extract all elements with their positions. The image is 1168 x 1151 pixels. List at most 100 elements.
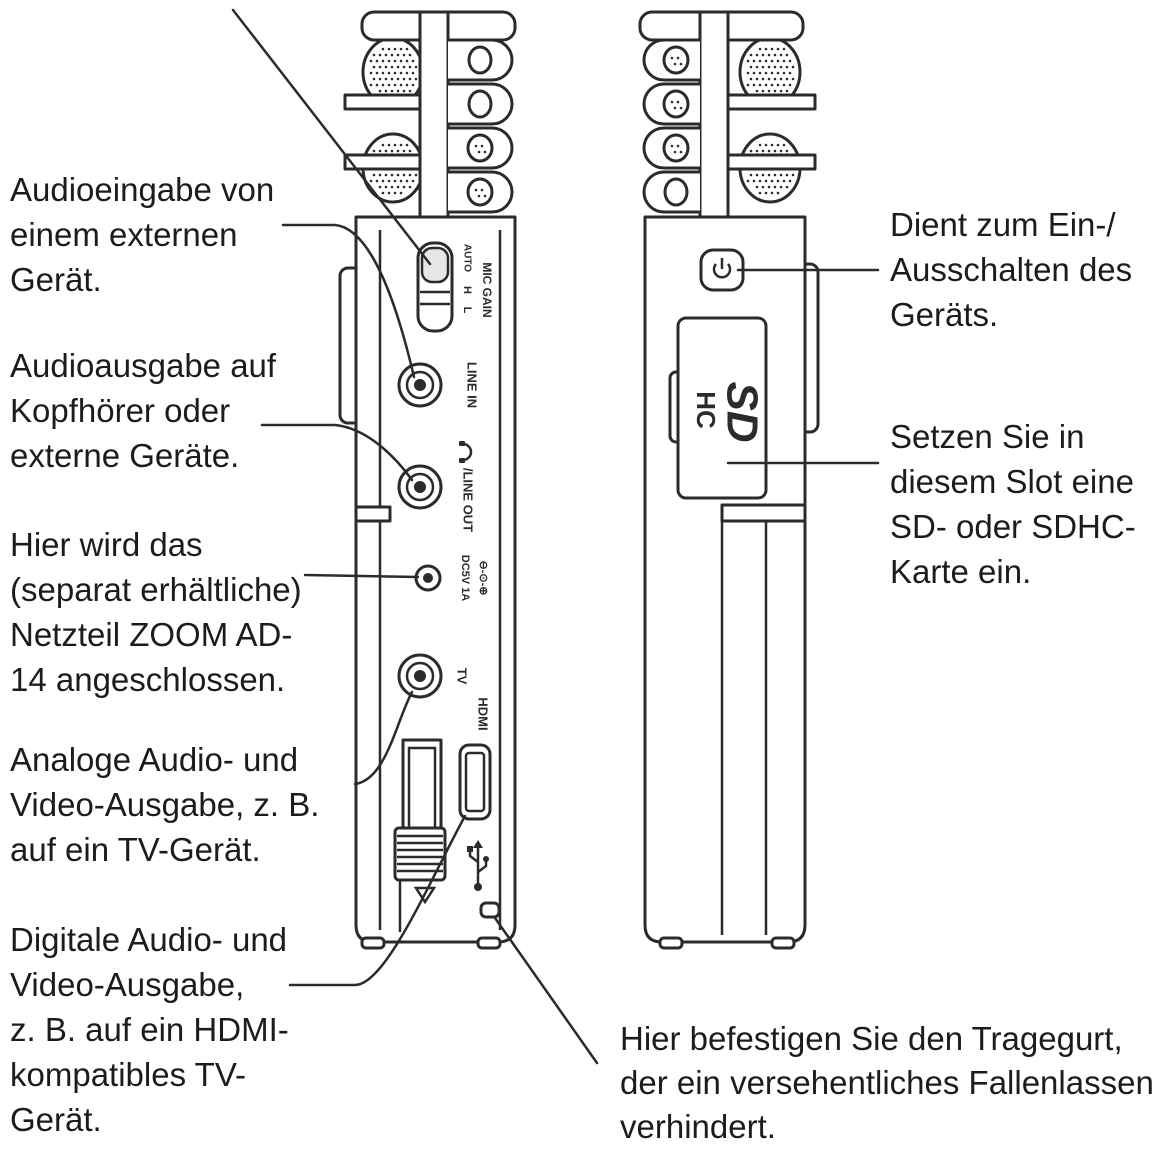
grille-dot xyxy=(773,149,777,153)
grille-dot xyxy=(381,191,385,195)
grille-dot xyxy=(477,194,481,198)
grille-dot xyxy=(399,59,403,63)
grille-dot xyxy=(749,65,753,69)
grille-dot xyxy=(758,191,762,195)
callout-line: Gerät. xyxy=(10,261,102,298)
grille-dot xyxy=(673,62,677,66)
grille-dot xyxy=(746,83,750,87)
grille-dot xyxy=(480,144,484,148)
grille-dot xyxy=(752,71,756,75)
callout-line: Kopfhörer oder xyxy=(10,392,231,429)
callout-line: Gerät. xyxy=(10,1101,102,1138)
sdhc-logo: SD HC xyxy=(691,381,767,442)
grille-dot xyxy=(779,185,783,189)
grille-dot xyxy=(749,149,753,153)
grille-dot xyxy=(384,185,388,189)
grille-dot xyxy=(761,77,765,81)
grille-dot xyxy=(782,83,786,87)
callout-analog-av: Analoge Audio- und Video-Ausgabe, z. B. … xyxy=(10,737,319,872)
recorder-left-side: AUTO H L MIC GAIN LINE IN /LINE OUT DC5V… xyxy=(338,10,517,950)
grille-dot xyxy=(770,47,774,51)
grille-dot xyxy=(749,77,753,81)
grille-dot xyxy=(782,59,786,63)
grille-dot xyxy=(791,173,795,177)
grille-dot xyxy=(755,65,759,69)
grille-dot xyxy=(387,59,391,63)
grille-dot xyxy=(390,53,394,57)
grille-dot xyxy=(791,65,795,69)
grille-dot xyxy=(746,179,750,183)
grille-dot xyxy=(384,53,388,57)
callout-line: Setzen Sie in xyxy=(890,418,1085,455)
grille-dot xyxy=(773,185,777,189)
leader-tv xyxy=(353,690,414,786)
callout-line: SD- oder SDHC- xyxy=(890,508,1136,545)
grille-dot xyxy=(776,179,780,183)
grille-dot xyxy=(752,179,756,183)
grille-dot xyxy=(749,53,753,57)
body-seam xyxy=(354,505,392,523)
grille-dot xyxy=(776,47,780,51)
foot xyxy=(658,936,684,950)
grille-dot xyxy=(393,47,397,51)
grille-dot xyxy=(408,173,412,177)
grille-dot xyxy=(761,185,765,189)
grille-dot xyxy=(405,71,409,75)
mic-guard-bar xyxy=(726,153,817,171)
grille-dot xyxy=(372,77,376,81)
grille-dot xyxy=(369,71,373,75)
grille-dot xyxy=(393,59,397,63)
callout-line: der ein versehentliches Fallenlassen xyxy=(620,1064,1154,1101)
callout-strap: Hier befestigen Sie den Tragegurt, der e… xyxy=(620,1017,1154,1149)
callout-line: Audioausgabe auf xyxy=(10,347,277,384)
power-button xyxy=(699,248,745,292)
mark-auto: AUTO xyxy=(462,244,473,272)
mark-line-out: /LINE OUT xyxy=(461,468,476,532)
grille-dot xyxy=(411,71,415,75)
grille-dot xyxy=(779,89,783,93)
grille-dot xyxy=(372,173,376,177)
leader-lines xyxy=(231,8,880,1065)
grille-dot xyxy=(670,100,674,104)
grille-dot xyxy=(670,56,674,60)
grille-dot xyxy=(378,53,382,57)
callout-line: verhindert. xyxy=(620,1108,776,1145)
grille-dot xyxy=(387,143,391,147)
callout-line: Geräts. xyxy=(890,296,999,333)
grille-dot xyxy=(402,185,406,189)
slide-arrow-icon xyxy=(413,886,437,905)
grille-dot xyxy=(761,89,765,93)
grille-dot xyxy=(788,59,792,63)
tv-jack-ring xyxy=(405,661,435,691)
grille-dot xyxy=(767,173,771,177)
leader-line-in xyxy=(281,223,416,379)
grille-dot xyxy=(679,106,683,110)
grille-dot xyxy=(387,83,391,87)
hdmi-port xyxy=(458,743,492,821)
grille-dot xyxy=(393,83,397,87)
grille-dot xyxy=(381,71,385,75)
callout-line: diesem Slot eine xyxy=(890,463,1134,500)
usb-icon xyxy=(467,840,489,891)
grille-dot xyxy=(396,65,400,69)
grille-dot xyxy=(767,185,771,189)
grille-dot xyxy=(782,47,786,51)
mic-guard-grille xyxy=(662,45,690,75)
grille-dot xyxy=(375,59,379,63)
grille-dot xyxy=(776,71,780,75)
grille-dot xyxy=(779,53,783,57)
callout-line: Video-Ausgabe, z. B. xyxy=(10,786,320,823)
grille-dot xyxy=(390,185,394,189)
callout-line: Dient zum Ein-/ xyxy=(890,206,1116,243)
line-in-jack-ring xyxy=(405,370,435,400)
grille-dot xyxy=(414,173,418,177)
mic-guard-pill xyxy=(467,45,493,75)
grille-dot xyxy=(387,47,391,51)
sd-slot-cover xyxy=(676,316,768,500)
callout-line: z. B. auf ein HDMI- xyxy=(10,1011,289,1048)
grille-dot xyxy=(381,179,385,183)
mark-line-in: LINE IN xyxy=(465,362,480,408)
callout-power-adapter: Hier wird das (separat erhältliche) Netz… xyxy=(10,522,302,702)
grille-dot xyxy=(758,179,762,183)
